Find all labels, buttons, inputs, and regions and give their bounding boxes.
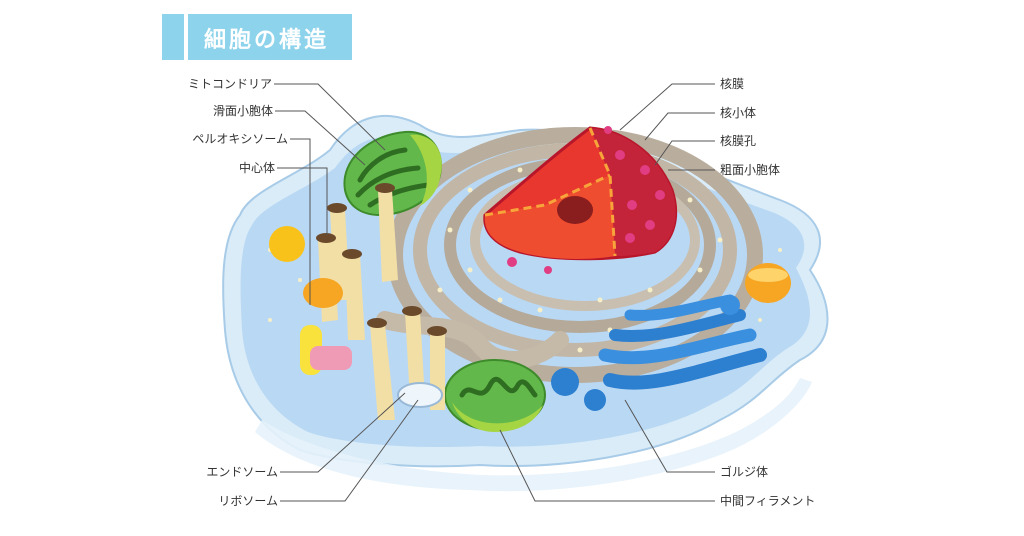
mitochondrion-bottom <box>444 359 546 432</box>
lysosome-left <box>269 226 305 262</box>
golgi-vesicle-3 <box>720 295 740 315</box>
label-mitochondria: ミトコンドリア <box>187 77 272 91</box>
label-nuclear-pore: 核膜孔 <box>720 134 757 148</box>
leader-lines <box>274 83 715 502</box>
nucleolus <box>557 196 593 224</box>
nuclear-pores <box>507 126 665 274</box>
endosome <box>397 382 443 408</box>
page-title: 細胞の構造 <box>204 28 330 53</box>
golgi-apparatus <box>598 294 767 390</box>
title-banner: 細胞の構造 <box>162 14 352 60</box>
lysosome-center <box>303 278 343 308</box>
golgi-vesicle-1 <box>551 368 579 396</box>
golgi-vesicle-2 <box>584 389 606 411</box>
title-accent-bar <box>162 14 188 60</box>
label-endosome: エンドソーム <box>206 465 278 479</box>
label-rough-er: 粗面小胞体 <box>720 163 781 177</box>
label-centrosome: 中心体 <box>238 161 275 175</box>
label-ribosome: リボソーム <box>218 494 278 508</box>
label-golgi: ゴルジ体 <box>720 465 769 479</box>
membrane-front-edge <box>255 378 812 492</box>
label-nucleolus: 核小体 <box>720 106 757 120</box>
peroxisome-pink <box>310 346 352 370</box>
label-nuclear-envelope: 核膜 <box>720 77 745 91</box>
mitochondrion-top <box>343 130 442 217</box>
label-peroxisome: ペルオキシソーム <box>192 132 288 146</box>
label-intermediate-filament: 中間フィラメント <box>720 494 816 508</box>
label-smooth-er: 滑面小胞体 <box>212 104 273 118</box>
